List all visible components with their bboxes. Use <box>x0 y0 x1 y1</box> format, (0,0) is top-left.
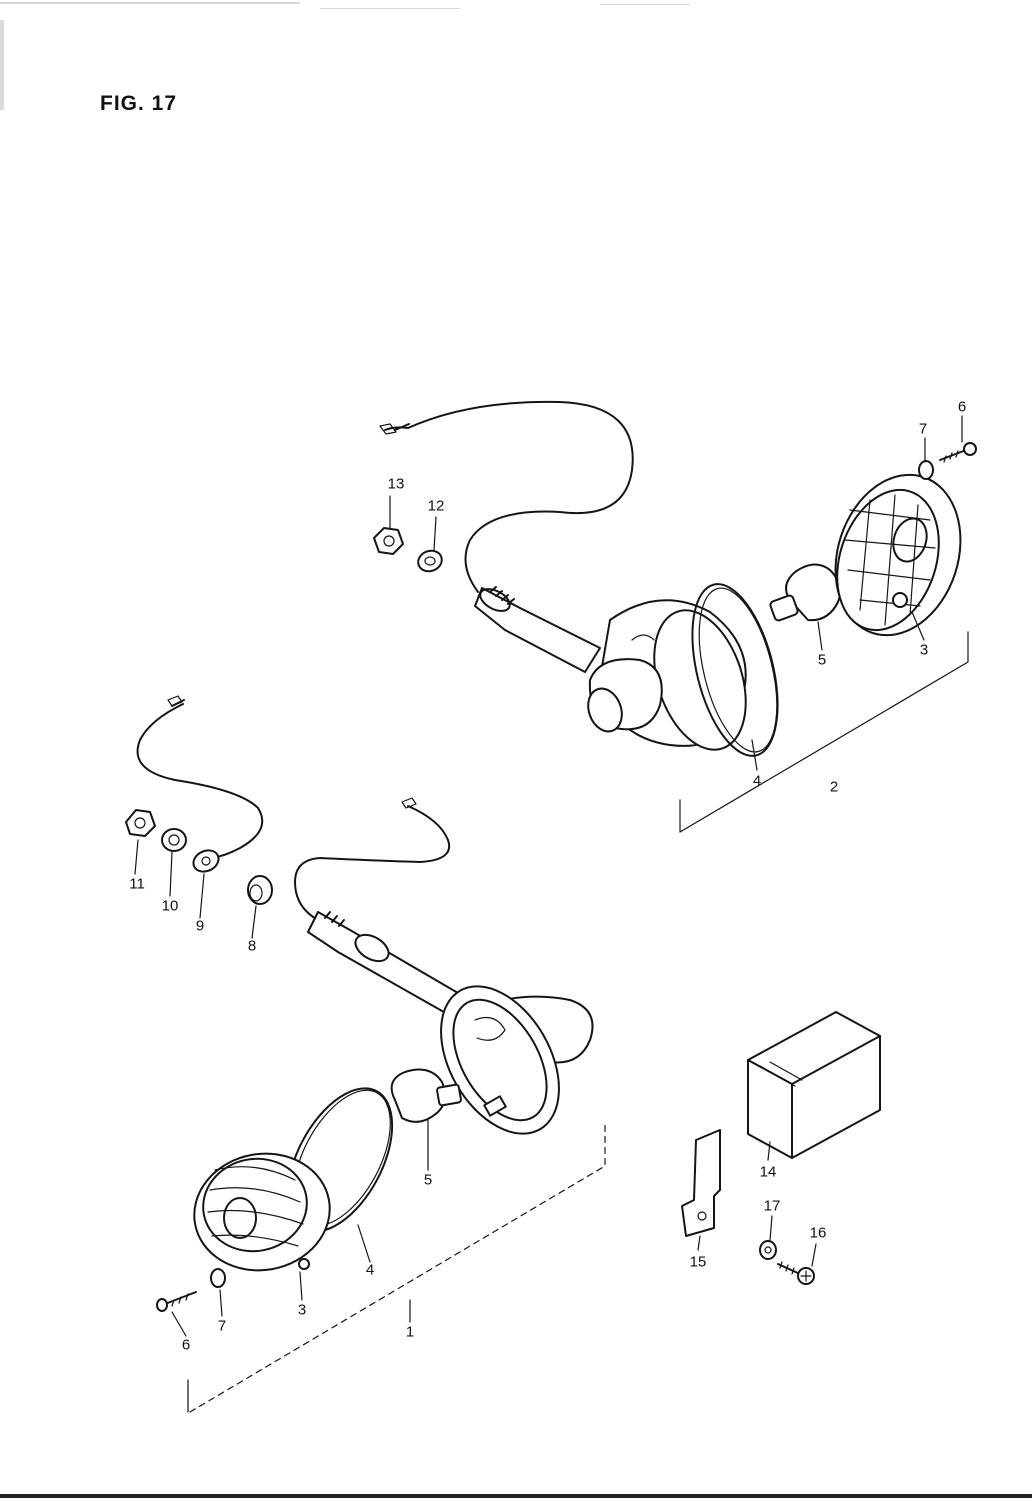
callout-4-upper: 4 <box>752 772 762 790</box>
callout-2: 2 <box>829 778 839 796</box>
flasher-relay <box>747 1011 881 1159</box>
callout-15: 15 <box>689 1253 707 1271</box>
upper-stem <box>474 586 601 673</box>
callout-3-lower: 3 <box>297 1301 307 1319</box>
lower-grommet <box>247 875 273 905</box>
upper-leaders <box>389 415 963 771</box>
lower-leaders <box>134 839 429 1337</box>
upper-lens <box>834 473 962 637</box>
callout-12: 12 <box>427 497 445 515</box>
callout-17: 17 <box>763 1197 781 1215</box>
lower-screw <box>156 1291 197 1312</box>
callout-3-upper: 3 <box>919 641 929 659</box>
lower-lock-washer <box>161 828 187 852</box>
callout-7-upper: 7 <box>918 420 928 438</box>
callout-16: 16 <box>809 1224 827 1242</box>
relay-leaders <box>697 1141 817 1267</box>
callout-14: 14 <box>759 1163 777 1181</box>
upper-housing <box>587 599 747 751</box>
upper-assembly-bracket <box>679 631 969 833</box>
figure-title: FIG. 17 <box>100 92 178 115</box>
relay-bracket <box>681 1129 721 1237</box>
callout-8: 8 <box>247 937 257 955</box>
upper-lock-washer <box>417 549 443 573</box>
upper-bulb <box>769 563 842 622</box>
callout-11: 11 <box>129 875 145 893</box>
lower-bulb <box>390 1068 462 1123</box>
callout-13: 13 <box>387 475 405 493</box>
callout-4-lower: 4 <box>365 1261 375 1279</box>
callout-10: 10 <box>161 897 179 915</box>
callout-7-lower: 7 <box>217 1317 227 1335</box>
callout-9: 9 <box>195 917 205 935</box>
upper-screw <box>939 442 977 463</box>
lower-washer <box>210 1268 226 1288</box>
upper-nut <box>373 527 404 555</box>
lower-nut <box>125 809 156 837</box>
callout-5-lower: 5 <box>423 1171 433 1189</box>
relay-washer <box>759 1240 777 1260</box>
lower-assembly-bracket <box>187 1124 606 1413</box>
lower-lens <box>193 1152 331 1272</box>
lower-left-wire <box>136 695 264 873</box>
lower-stem <box>307 911 471 1021</box>
callout-5-upper: 5 <box>817 651 827 669</box>
lower-wire-lead <box>294 797 451 921</box>
callout-6-upper: 6 <box>957 398 967 416</box>
upper-washer <box>918 460 934 480</box>
upper-gasket <box>691 583 779 757</box>
relay-screw <box>777 1261 815 1285</box>
lower-housing <box>440 985 594 1135</box>
callout-1: 1 <box>405 1323 415 1341</box>
upper-wire-lead <box>379 400 634 593</box>
callout-6-lower: 6 <box>181 1336 191 1354</box>
